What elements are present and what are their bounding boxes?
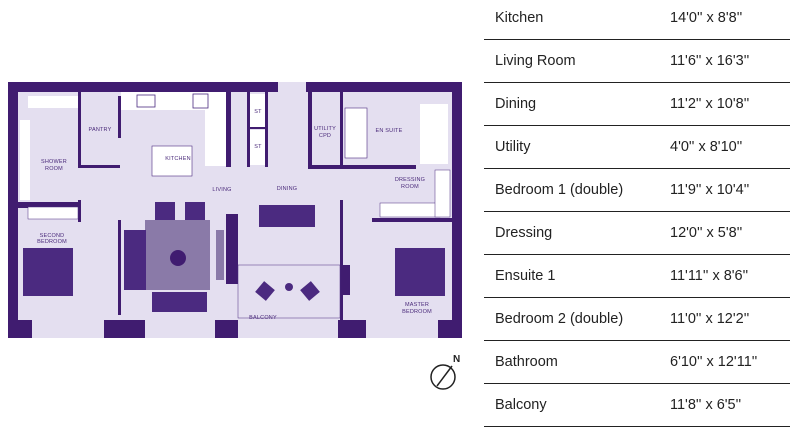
label-st-1: ST bbox=[254, 109, 262, 115]
label-second: SECOND bbox=[40, 233, 65, 239]
label-dining: DINING bbox=[277, 186, 297, 192]
room-name: Dining bbox=[495, 96, 537, 112]
hob-icon bbox=[192, 93, 209, 109]
dining-table bbox=[259, 205, 315, 227]
room-dimensions: 11'9'' x 10'4'' bbox=[670, 182, 750, 198]
label-second-bedroom: BEDROOM bbox=[37, 239, 67, 245]
label-master-bedroom: BEDROOM bbox=[402, 309, 432, 315]
second-bedroom-bed bbox=[23, 248, 73, 296]
label-ensuite: EN SUITE bbox=[376, 128, 403, 134]
room-name: Utility bbox=[495, 139, 531, 155]
room-name: Living Room bbox=[495, 53, 576, 69]
tv-unit bbox=[216, 230, 224, 280]
room-dimensions: 11'6'' x 16'3'' bbox=[670, 53, 750, 69]
table-row: Living Room 11'6'' x 16'3'' bbox=[484, 40, 790, 83]
sofa bbox=[152, 292, 207, 312]
entrance-door bbox=[278, 82, 306, 94]
wardrobe bbox=[379, 202, 441, 218]
floor-plan: PANTRY KITCHEN ST ST UTILITY CPD EN SUIT… bbox=[8, 82, 462, 390]
armchair bbox=[155, 202, 175, 220]
coffee-table bbox=[170, 250, 186, 266]
room-name: Dressing bbox=[495, 225, 553, 241]
room-dimensions-table: Kitchen 14'0'' x 8'8'' Living Room 11'6'' x… bbox=[484, 0, 790, 427]
room-name: Bedroom 1 (double) bbox=[495, 182, 624, 198]
room-dimensions: 12'0'' x 5'8'' bbox=[670, 225, 743, 241]
kitchen-counter bbox=[205, 108, 226, 166]
room-dimensions: 11'0'' x 12'2'' bbox=[670, 311, 750, 327]
master-bedroom-bed bbox=[395, 248, 445, 296]
table-row: Dressing 12'0'' x 5'8'' bbox=[484, 212, 790, 255]
window bbox=[366, 318, 438, 338]
table-row: Kitchen 14'0'' x 8'8'' bbox=[484, 0, 790, 40]
room-name: Balcony bbox=[495, 397, 547, 413]
label-utility-cpd: CPD bbox=[319, 133, 331, 139]
storage-1 bbox=[250, 94, 265, 127]
label-dressing-room: ROOM bbox=[401, 184, 419, 190]
armchair bbox=[185, 202, 205, 220]
storage-2 bbox=[250, 130, 265, 165]
window bbox=[32, 318, 104, 338]
label-balcony: BALCONY bbox=[249, 315, 277, 321]
table-row: Bedroom 2 (double) 11'0'' x 12'2'' bbox=[484, 298, 790, 341]
shower-tray bbox=[28, 96, 78, 108]
room-dimensions: 4'0'' x 8'10'' bbox=[670, 139, 743, 155]
interior-walls bbox=[18, 92, 452, 320]
label-shower: SHOWER bbox=[41, 159, 67, 165]
kitchen-counter bbox=[121, 92, 226, 110]
balcony-chair bbox=[300, 281, 320, 301]
room-dimensions: 11'2'' x 10'8'' bbox=[670, 96, 750, 112]
sofa bbox=[124, 230, 146, 290]
label-pantry: PANTRY bbox=[88, 127, 111, 133]
table-row: Bathroom 6'10'' x 12'11'' bbox=[484, 341, 790, 384]
shower-enclosure bbox=[420, 104, 448, 164]
room-dimensions: 11'11'' x 8'6'' bbox=[670, 268, 749, 284]
label-dressing: DRESSING bbox=[395, 177, 425, 183]
north-compass-icon: N bbox=[430, 354, 460, 390]
window bbox=[238, 318, 338, 338]
wardrobe bbox=[27, 206, 79, 220]
wardrobe bbox=[434, 169, 451, 218]
label-master: MASTER bbox=[405, 302, 429, 308]
sink-icon bbox=[136, 94, 156, 108]
label-st-2: ST bbox=[254, 144, 262, 150]
compass-north-label: N bbox=[453, 354, 460, 365]
room-name: Bedroom 2 (double) bbox=[495, 311, 624, 327]
table-row: Dining 11'2'' x 10'8'' bbox=[484, 83, 790, 126]
table-row: Ensuite 1 11'11'' x 8'6'' bbox=[484, 255, 790, 298]
label-utility: UTILITY bbox=[314, 126, 336, 132]
table-row: Bedroom 1 (double) 11'9'' x 10'4'' bbox=[484, 169, 790, 212]
room-name: Ensuite 1 bbox=[495, 268, 556, 284]
room-name: Kitchen bbox=[495, 10, 544, 26]
balcony-table bbox=[285, 283, 293, 291]
room-dimensions: 14'0'' x 8'8'' bbox=[670, 10, 743, 26]
label-shower-room: ROOM bbox=[45, 166, 63, 172]
bathtub-icon bbox=[344, 107, 368, 159]
label-living: LIVING bbox=[212, 187, 231, 193]
room-dimensions: 11'8'' x 6'5'' bbox=[670, 397, 742, 413]
window bbox=[145, 318, 215, 338]
room-name: Bathroom bbox=[495, 354, 558, 370]
room-dimensions: 6'10'' x 12'11'' bbox=[670, 354, 758, 370]
kitchen-island bbox=[151, 145, 193, 177]
table-row: Utility 4'0'' x 8'10'' bbox=[484, 126, 790, 169]
balcony-chair bbox=[255, 281, 275, 301]
label-kitchen: KITCHEN bbox=[165, 156, 191, 162]
balcony-area bbox=[237, 264, 341, 319]
table-row: Balcony 11'8'' x 6'5'' bbox=[484, 384, 790, 427]
vanity bbox=[20, 120, 30, 200]
